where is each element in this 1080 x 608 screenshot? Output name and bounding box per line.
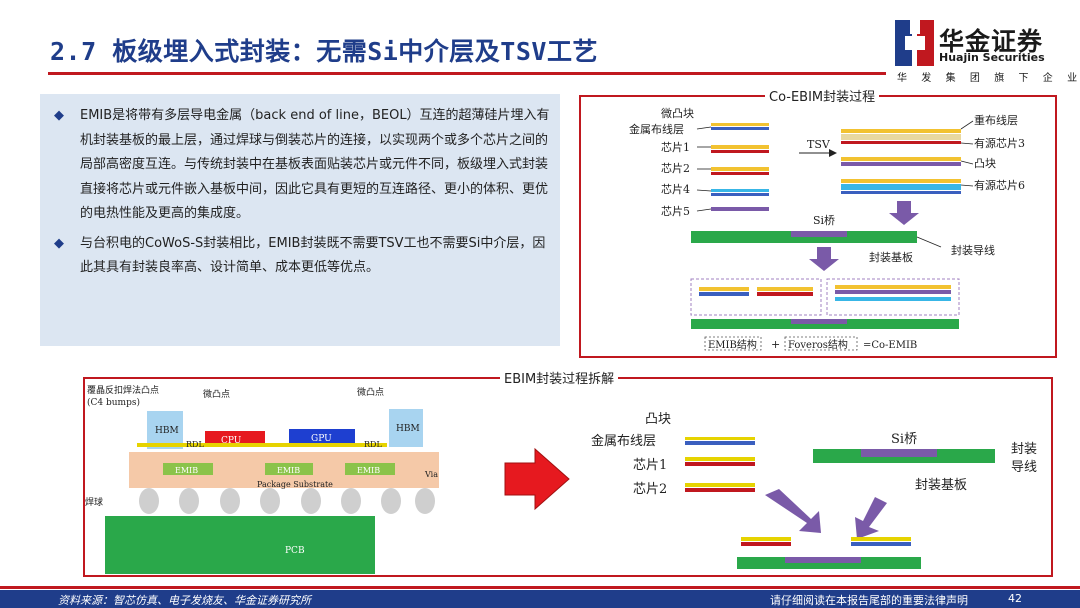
label-hbm-left: HBM (155, 426, 179, 436)
si-bridge (791, 231, 847, 237)
label-pcb: PCB (285, 546, 305, 556)
bullet-text: EMIB是将带有多层导电金属（back end of line，BEOL）互连的… (80, 108, 550, 221)
label-rdl: 重布线层 (974, 113, 1018, 127)
logo-english: Huajin Securities (939, 51, 1045, 64)
label-si-bridge: Si桥 (813, 214, 835, 227)
label-solder-ball: 焊球 (85, 496, 103, 508)
label-rdl-left: RDL (186, 440, 204, 449)
label-chip-1: 芯片1 (661, 140, 690, 154)
label-emib-3: EMIB (357, 466, 380, 475)
label-c4-bumps-en: (C4 bumps) (87, 397, 140, 408)
label-si-bridge: Si桥 (891, 432, 917, 447)
label-substrate: 封装基板 (915, 478, 967, 493)
label-chip-1: 芯片1 (633, 458, 667, 473)
page-title: 2.7 板级埋入式封装：无需Si中介层及TSV工艺 (50, 37, 598, 66)
label-package-substrate: Package Substrate (257, 480, 333, 489)
emib-breakdown-diagram: 覆晶反扣焊法凸点 (C4 bumps) 微凸点 微凸点 HBM HBM CPU … (85, 384, 1037, 574)
label-substrate: 封装基板 (869, 250, 913, 264)
brand-logo: 华金证券 Huajin Securities 华发集团旗下企业 (893, 20, 1077, 84)
label-wire: 封装导线 (951, 243, 995, 257)
summary-textbox: ◆ EMIB是将带有多层导电金属（back end of line，BEOL）互… (40, 94, 560, 346)
arrow-down-left-icon (855, 497, 887, 539)
formula-emib: EMIB结构 (708, 338, 757, 351)
arrow-down-icon (809, 247, 839, 271)
label-chip-2: 芯片2 (633, 482, 667, 497)
formula-plus: + (771, 338, 780, 351)
co-ebim-title: Co-EBIM封装过程 (765, 86, 880, 105)
co-ebim-diagram: 微凸块 金属布线层 芯片1 芯片2 芯片4 芯片5 TSV (629, 106, 1025, 351)
label-wire-1: 封装 (1011, 442, 1037, 457)
label-emib-2: EMIB (277, 466, 300, 475)
label-cpu: CPU (221, 436, 242, 446)
label-microbump-left: 微凸点 (203, 388, 230, 400)
label-chip-4: 芯片4 (661, 182, 690, 196)
logo-chinese: 华金证券 (939, 27, 1044, 56)
label-emib-1: EMIB (175, 466, 198, 475)
label-c4-bumps: 覆晶反扣焊法凸点 (87, 384, 159, 396)
label-microbump-right: 微凸点 (357, 386, 384, 398)
breakdown-chip-stack (685, 437, 755, 492)
formula-result: =Co-EMIB (863, 340, 917, 351)
label-microbump: 微凸块 (661, 106, 694, 120)
footer-accent-line (0, 586, 1080, 589)
title-divider (48, 72, 886, 75)
label-rdl-right: RDL (364, 440, 382, 449)
arrow-down-icon (889, 201, 919, 225)
footer-disclaimer: 请仔细阅读在本报告尾部的重要法律声明 (770, 594, 968, 607)
label-hbm-right: HBM (396, 424, 420, 434)
label-tsv: TSV (807, 138, 831, 151)
label-via: Via (424, 470, 438, 479)
footer-source: 资料来源：智芯仿真、电子发烧友、华金证券研究所 (58, 594, 311, 607)
label-metal-layer: 金属布线层 (591, 433, 656, 449)
emib-cross-section (105, 409, 439, 574)
emib-breakdown-title: EBIM封装过程拆解 (500, 368, 619, 387)
page-number: 42 (1008, 592, 1022, 605)
co-ebim-panel: 微凸块 金属布线层 芯片1 芯片2 芯片4 芯片5 TSV (579, 95, 1057, 358)
left-chip-stack (711, 123, 769, 211)
label-bump: 凸块 (645, 412, 671, 427)
label-bump: 凸块 (974, 157, 996, 170)
label-chip-5: 芯片5 (661, 204, 690, 218)
emib-breakdown-panel: 覆晶反扣焊法凸点 (C4 bumps) 微凸点 微凸点 HBM HBM CPU … (83, 377, 1053, 577)
right-chip-stack (841, 129, 961, 194)
bullet-item: ◆ EMIB是将带有多层导电金属（back end of line，BEOL）互… (54, 104, 550, 227)
footer-bar (0, 590, 1080, 608)
bullet-text: 与台积电的CoWoS-S封装相比，EMIB封装既不需要TSV工也不需要Si中介层… (80, 235, 546, 276)
label-wire-2: 导线 (1011, 460, 1037, 475)
label-gpu: GPU (311, 434, 332, 444)
diamond-bullet-icon: ◆ (54, 235, 64, 251)
diamond-bullet-icon: ◆ (54, 108, 64, 123)
label-metal-layer: 金属布线层 (629, 122, 684, 136)
huajin-logo-icon (895, 20, 934, 66)
label-active-chip-6: 有源芯片6 (974, 178, 1025, 192)
arrow-right-icon (504, 447, 570, 511)
breakdown-si-bridge (861, 449, 937, 457)
bullet-item: ◆ 与台积电的CoWoS-S封装相比，EMIB封装既不需要TSV工也不需要Si中… (54, 232, 550, 281)
formula-foveros: Foveros结构 (788, 338, 848, 351)
label-active-chip-3: 有源芯片3 (974, 136, 1025, 150)
arrow-down-right-icon (765, 489, 821, 533)
label-chip-2: 芯片2 (661, 161, 690, 175)
logo-slogan: 华发集团旗下企业 (897, 73, 1080, 84)
